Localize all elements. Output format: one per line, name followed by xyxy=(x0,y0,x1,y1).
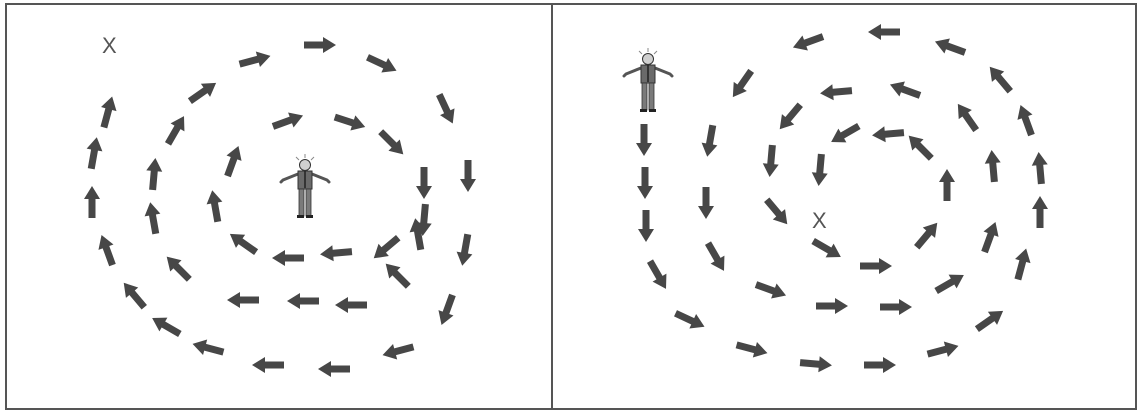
right-spiral-arrow-icon-7 xyxy=(799,355,832,374)
right-spiral-arrow-icon-12 xyxy=(1032,196,1048,228)
right-spiral-arrow-icon-17 xyxy=(868,24,900,40)
left-spiral-arrows xyxy=(83,37,476,377)
right-spiral-arrow-icon-21 xyxy=(698,187,714,219)
left-spiral-arrow-icon-20 xyxy=(380,339,415,363)
right-spiral-arrow-icon-40 xyxy=(871,125,904,144)
right-spiral-arrow-icon-15 xyxy=(984,62,1017,97)
right-spiral-arrow-icon-9 xyxy=(925,338,960,362)
right-spiral-arrow-icon-1 xyxy=(636,124,652,156)
left-spiral-arrow-icon-2 xyxy=(332,109,367,134)
right-panel-border xyxy=(552,4,1136,409)
left-spiral-arrow-icon-37 xyxy=(380,258,414,292)
left-spiral-arrow-icon-1 xyxy=(270,108,306,134)
right-spiral-arrow-icon-42 xyxy=(811,153,830,186)
right-spiral-arrow-icon-18 xyxy=(790,29,826,55)
left-spiral-arrow-icon-8 xyxy=(272,250,304,266)
right-spiral-arrow-icon-31 xyxy=(819,83,852,102)
right-spiral-arrow-icon-10 xyxy=(972,304,1007,335)
left-spiral-arrow-icon-9 xyxy=(225,227,260,258)
left-spiral-arrow-icon-10 xyxy=(204,189,225,223)
right-spiral-arrow-icon-5 xyxy=(672,306,708,334)
left-spiral-arrow-icon-24 xyxy=(148,311,184,341)
left-spiral-arrow-icon-7 xyxy=(319,244,352,263)
right-spiral-arrow-icon-6 xyxy=(734,337,769,361)
left-spiral-arrow-icon-35 xyxy=(287,293,319,309)
right-spiral-arrow-icon-3 xyxy=(638,210,654,242)
right-spiral-arrow-icon-22 xyxy=(701,239,731,275)
right-spiral-arrow-icon-4 xyxy=(643,257,673,293)
right-x-marker: X xyxy=(812,208,827,233)
right-spiral-arrow-icon-33 xyxy=(762,144,781,177)
right-spiral-arrow-icon-14 xyxy=(1013,102,1039,138)
right-spiral-arrow-icon-25 xyxy=(880,299,912,315)
right-spiral-arrow-icon-28 xyxy=(984,149,1003,182)
right-spiral-arrows xyxy=(636,24,1049,373)
right-spiral-arrow-icon-24 xyxy=(816,298,848,314)
right-spiral-arrow-icon-13 xyxy=(1031,151,1050,184)
left-spiral-arrow-icon-14 xyxy=(304,37,336,53)
right-spiral-arrow-icon-37 xyxy=(911,218,944,253)
left-spiral-arrow-icon-25 xyxy=(118,278,151,313)
left-spiral-arrow-icon-34 xyxy=(227,292,259,308)
left-spiral-arrow-icon-17 xyxy=(460,160,476,192)
left-spiral-arrow-icon-21 xyxy=(318,361,350,377)
left-spiral-arrow-icon-28 xyxy=(83,136,104,170)
left-spiral-arrow-icon-19 xyxy=(434,292,460,328)
right-spiral-arrow-icon-32 xyxy=(774,100,807,135)
left-spiral-arrow-icon-36 xyxy=(335,297,367,313)
left-spiral-arrow-icon-12 xyxy=(185,76,220,107)
left-spiral-arrow-icon-29 xyxy=(96,94,120,129)
left-spiral-arrow-icon-30 xyxy=(161,112,191,148)
left-man-figure-icon xyxy=(281,154,329,218)
left-x-marker: X xyxy=(102,33,117,58)
left-spiral-arrow-icon-31 xyxy=(145,157,164,190)
left-spiral-arrow-icon-13 xyxy=(237,48,272,72)
left-spiral-arrow-icon-23 xyxy=(190,336,225,360)
right-spiral-arrow-icon-34 xyxy=(761,195,794,230)
left-spiral-arrow-icon-22 xyxy=(252,357,284,373)
left-spiral-arrow-icon-15 xyxy=(364,50,400,78)
right-spiral-arrow-icon-29 xyxy=(951,99,982,134)
left-spiral-arrow-icon-3 xyxy=(375,126,409,160)
right-spiral-arrow-icon-20 xyxy=(699,124,720,158)
right-spiral-arrow-icon-2 xyxy=(637,167,653,199)
right-spiral-arrow-icon-30 xyxy=(887,77,923,103)
right-spiral-arrow-icon-8 xyxy=(864,357,896,373)
right-spiral-arrow-icon-39 xyxy=(903,130,937,164)
left-spiral-arrow-icon-6 xyxy=(369,232,404,265)
left-spiral-arrow-icon-26 xyxy=(94,232,120,268)
right-spiral-arrow-icon-19 xyxy=(726,66,757,101)
right-spiral-arrow-icon-38 xyxy=(939,169,955,201)
right-spiral-arrow-icon-41 xyxy=(827,119,863,149)
left-panel-border xyxy=(6,4,552,409)
right-spiral-arrow-icon-36 xyxy=(860,258,892,274)
left-spiral-arrow-icon-27 xyxy=(84,186,100,218)
right-spiral-arrow-icon-23 xyxy=(753,277,789,303)
right-spiral-arrow-icon-26 xyxy=(932,268,968,298)
right-spiral-arrow-icon-11 xyxy=(1010,246,1034,281)
left-spiral-arrow-icon-18 xyxy=(454,233,475,267)
right-man-figure-icon xyxy=(624,48,672,112)
left-spiral-arrow-icon-4 xyxy=(416,167,432,199)
right-spiral-arrow-icon-16 xyxy=(932,34,968,60)
left-spiral-arrow-icon-32 xyxy=(142,201,163,235)
left-spiral-arrow-icon-11 xyxy=(220,143,246,179)
right-spiral-arrow-icon-27 xyxy=(977,219,1003,255)
right-spiral-arrow-icon-35 xyxy=(809,234,845,264)
left-spiral-arrow-icon-16 xyxy=(432,91,460,127)
left-spiral-arrow-icon-33 xyxy=(161,251,195,285)
